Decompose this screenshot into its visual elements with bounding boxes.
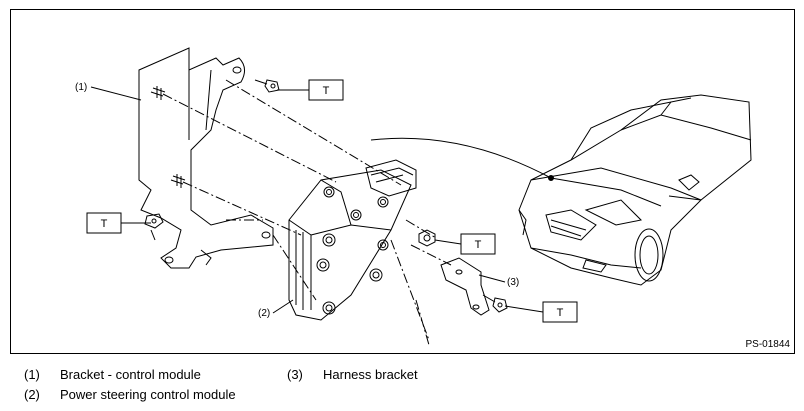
diagram-frame: T T T T (1) (2) (3) PS-01844 — [10, 9, 795, 354]
legend-number: (2) — [24, 387, 40, 402]
exploded-view-drawing: T T T T (1) (2) (3) — [75, 47, 752, 346]
torque-box-4: T — [542, 301, 578, 323]
torque-box-2: T — [86, 212, 122, 234]
legend-number: (3) — [287, 367, 303, 382]
assembly-lines — [162, 79, 452, 346]
leader-lines — [90, 86, 544, 314]
torque-label: T — [101, 218, 108, 230]
figure-code: PS-01844 — [745, 339, 790, 350]
harness-bracket — [440, 257, 490, 316]
torque-box-1: T — [308, 79, 344, 101]
power-steering-control-module — [288, 159, 417, 321]
torque-label: T — [557, 307, 564, 319]
callout-3: (3) — [507, 277, 519, 288]
torque-label: T — [475, 239, 482, 251]
callout-1: (1) — [75, 82, 87, 93]
legend-text: Power steering control module — [60, 387, 236, 402]
callout-2: (2) — [258, 308, 270, 319]
bolt-harness-bracket — [482, 294, 508, 313]
legend-text: Bracket - control module — [60, 367, 201, 382]
torque-box-3: T — [460, 233, 496, 255]
nut — [418, 229, 436, 247]
legend-number: (1) — [24, 367, 40, 382]
bolt-upper-bracket — [254, 79, 280, 93]
vehicle-location-view — [370, 94, 752, 286]
bracket-control-module — [138, 47, 274, 269]
torque-label: T — [323, 85, 330, 97]
legend-text: Harness bracket — [323, 367, 418, 382]
